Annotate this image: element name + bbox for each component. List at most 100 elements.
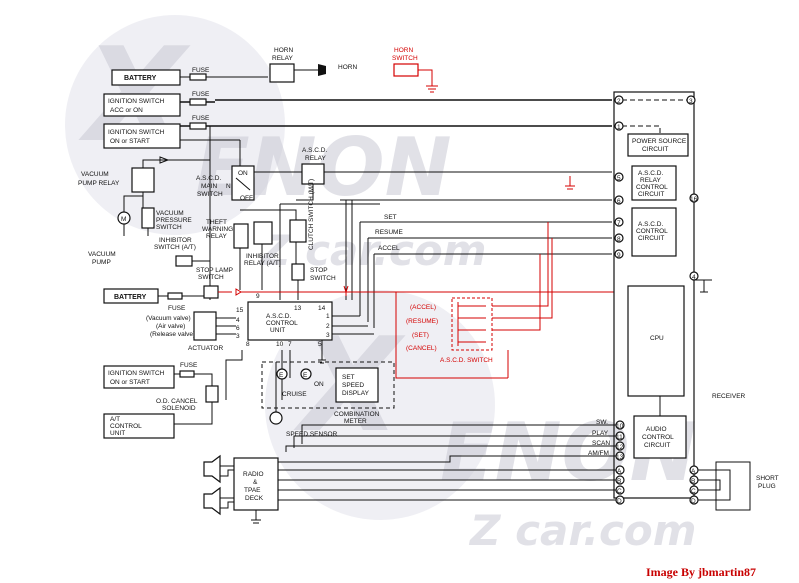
fuse-label-5: FUSE	[180, 362, 198, 369]
at-control-box	[103, 413, 175, 439]
cruise-e-lamp	[300, 368, 312, 380]
combination-meter	[261, 361, 395, 409]
fuse-5	[179, 370, 195, 378]
ign-on2-box	[103, 365, 175, 389]
resume-wire-label: RESUME	[375, 229, 403, 236]
radio-label-3: TPAE	[244, 487, 261, 494]
cruise-on-label: ON	[314, 381, 324, 388]
air-valve-label: (Air valve)	[156, 323, 185, 330]
vac-press-label-3: SWITCH	[156, 224, 182, 231]
horn-relay-label-1: HORN	[274, 47, 293, 54]
vac-press-label-1: VACUUM	[156, 210, 184, 217]
svg-text:16: 16	[690, 196, 698, 203]
short-plug	[715, 461, 751, 511]
power-label-2: CIRCUIT	[642, 146, 668, 153]
ign-on-label-1: IGNITION SWITCH	[108, 129, 165, 136]
cu-pin-15: 15	[236, 307, 244, 314]
svg-text:9: 9	[617, 252, 621, 259]
battery-label: BATTERY	[124, 75, 157, 82]
power-label-1: POWER SOURCE	[632, 138, 687, 145]
short-plug-label-2: PLUG	[758, 483, 776, 490]
cu-pin-14: 14	[318, 305, 326, 312]
od-cancel-solenoid	[205, 385, 219, 403]
ascd-relay-label-2: RELAY	[305, 155, 326, 162]
set-disp-label-2: SPEED	[342, 382, 364, 389]
svg-text:A: A	[617, 468, 622, 475]
svg-text:3: 3	[689, 98, 693, 105]
short-plug-label-1: SHORT	[756, 475, 779, 482]
ascd-control-unit	[247, 301, 333, 341]
vac-relay-label-2: PUMP RELAY	[78, 180, 120, 187]
od-label-2: SOLENOID	[162, 405, 196, 412]
theft-label-2: WARNING	[202, 226, 233, 233]
play-label: PLAY	[592, 430, 609, 437]
battery2-label: BATTERY	[114, 294, 147, 301]
cu-pin-13: 13	[294, 305, 302, 312]
svg-text:12: 12	[616, 444, 624, 451]
cu-label-3: UNIT	[270, 327, 285, 334]
fuse-label-2: FUSE	[192, 91, 210, 98]
svg-text:D: D	[617, 498, 622, 505]
cu-pin-7: 7	[288, 341, 292, 348]
comb-label-1: COMBINATION	[334, 411, 380, 418]
theft-warning-relay	[233, 223, 249, 249]
ign-acc-box	[103, 93, 181, 117]
ascd-cancel-label: (CANCEL)	[406, 345, 437, 352]
stop-switch	[291, 263, 305, 281]
audio-label-2: CONTROL	[642, 434, 674, 441]
ascd-set-label: (SET)	[412, 332, 429, 339]
relay-ctrl-label-2: RELAY	[640, 177, 661, 184]
cu-pin-5: 5	[318, 341, 322, 348]
ign-on2-label-1: IGNITION SWITCH	[108, 370, 165, 377]
set-wire-label: SET	[384, 214, 397, 221]
cu-label-1: A.S.C.D.	[266, 313, 291, 320]
cu-pin-6: 6	[236, 325, 240, 332]
inhibitor-at-label-1: INHIBITOR	[159, 237, 192, 244]
n-label: N	[226, 183, 231, 190]
ascd-control-circuit	[631, 207, 677, 257]
vac-pump-relay	[131, 167, 155, 193]
stop-lamp-label-2: SWITCH	[198, 274, 224, 281]
radio-tape-deck	[233, 457, 279, 511]
horn-icon	[318, 64, 326, 76]
svg-text:4: 4	[692, 274, 696, 281]
comb-label-2: METER	[344, 418, 367, 425]
svg-text:10: 10	[616, 423, 624, 430]
cu-pin-4: 4	[236, 317, 240, 324]
horn-relay-label-2: RELAY	[272, 55, 293, 62]
relay-ctrl-label-3: CONTROL	[636, 184, 668, 191]
set-disp-label-3: DISPLAY	[342, 390, 370, 397]
at-label-1: A/T	[110, 416, 120, 423]
ign-on-label-2: ON or START	[110, 138, 150, 145]
inhibitor-relay-at	[253, 221, 273, 245]
audio-label-3: CIRCUIT	[644, 442, 670, 449]
svg-text:C: C	[691, 488, 696, 495]
ctrl-label-3: CIRCUIT	[638, 235, 664, 242]
relay-ctrl-label-1: A.S.C.D.	[638, 170, 663, 177]
e-label-1: E	[279, 372, 284, 379]
ign-acc-label-1: IGNITION SWITCH	[108, 98, 165, 105]
cpu-label: CPU	[650, 335, 664, 342]
ign-on-box	[103, 123, 181, 149]
cu-pin-1: 1	[326, 313, 330, 320]
speed-sensor-label: SPEED SENSOR	[286, 431, 338, 438]
image-credit: Image By jbmartin87	[646, 565, 756, 579]
svg-text:1: 1	[617, 124, 621, 131]
on-label: ON	[238, 170, 248, 177]
power-source-circuit	[627, 133, 689, 157]
inh-relay-label-1: INHIBITOR	[246, 253, 279, 260]
audio-label-1: AUDIO	[646, 426, 667, 433]
fuse-label-1: FUSE	[192, 67, 210, 74]
fuse-2	[189, 98, 207, 106]
ascd-switch	[451, 297, 493, 351]
set-speed-display	[335, 367, 379, 403]
radio-label-4: DECK	[245, 495, 264, 502]
vac-pump-label-2: PUMP	[92, 259, 111, 266]
speaker-left-icon	[203, 454, 221, 484]
vac-valve-label: (Vacuum valve)	[146, 315, 191, 322]
svg-text:11: 11	[616, 434, 623, 441]
horn-label: HORN	[338, 64, 357, 71]
radio-label-2: &	[253, 479, 258, 486]
clutch-label: CLUTCH SWITCH (M/T)	[308, 179, 315, 250]
